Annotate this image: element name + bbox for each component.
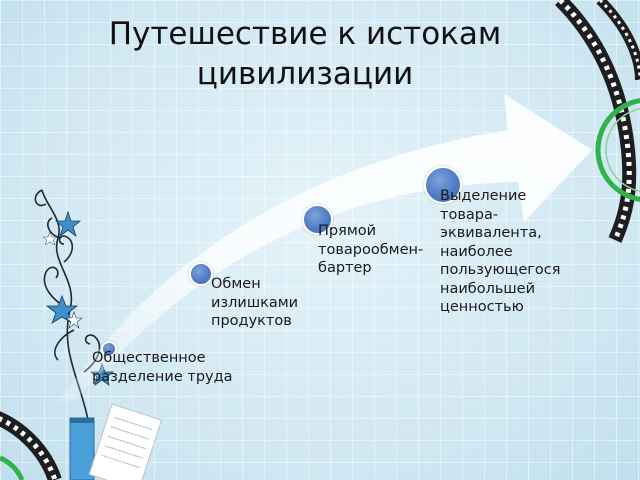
title-line-2: цивилизации (196, 56, 414, 92)
stage-label-2: Обмен излишками продуктов (211, 275, 298, 331)
paper-stack (88, 403, 163, 480)
stage-3-line-3: бартер (318, 260, 372, 276)
title-line-1: Путешествие к истокам (108, 16, 502, 52)
stage-4-line-2: товара- (440, 206, 499, 223)
swirl-plant-left (34, 189, 101, 421)
stage-2-line-3: продуктов (211, 313, 292, 329)
stage-3-line-2: товарообмен- (318, 241, 424, 258)
stage-2-line-1: Обмен (211, 276, 261, 292)
film-strip-bottom-left (0, 411, 62, 480)
stage-4-line-4: наиболее (440, 243, 513, 260)
blue-vase (69, 417, 95, 480)
stage-marker-3 (302, 204, 333, 235)
stage-label-1: Общественное разделение труда (92, 349, 233, 386)
stage-4-line-3: эквивалента, (440, 225, 542, 241)
stage-4-line-1: Выделение (440, 188, 527, 204)
stage-3-line-1: Прямой (318, 223, 377, 239)
stage-1-line-2: разделение труда (92, 368, 233, 385)
green-ring (595, 98, 640, 202)
stage-4-line-7: ценностью (440, 299, 524, 315)
slide-title: Путешествие к истокам цивилизации (40, 14, 570, 94)
stars (42, 210, 115, 386)
stage-marker-2 (189, 262, 213, 286)
stage-label-3: Прямой товарообмен- бартер (318, 222, 423, 278)
stage-1-line-1: Общественное (92, 350, 206, 366)
stage-marker-4 (424, 166, 462, 204)
stage-4-line-5: пользующегося (440, 262, 561, 278)
stage-4-line-6: наибольшей (440, 280, 536, 297)
stage-2-line-2: излишками (211, 294, 299, 311)
stage-label-4: Выделение товара- эквивалента, наиболее … (440, 187, 560, 317)
stage-marker-1 (101, 341, 117, 357)
